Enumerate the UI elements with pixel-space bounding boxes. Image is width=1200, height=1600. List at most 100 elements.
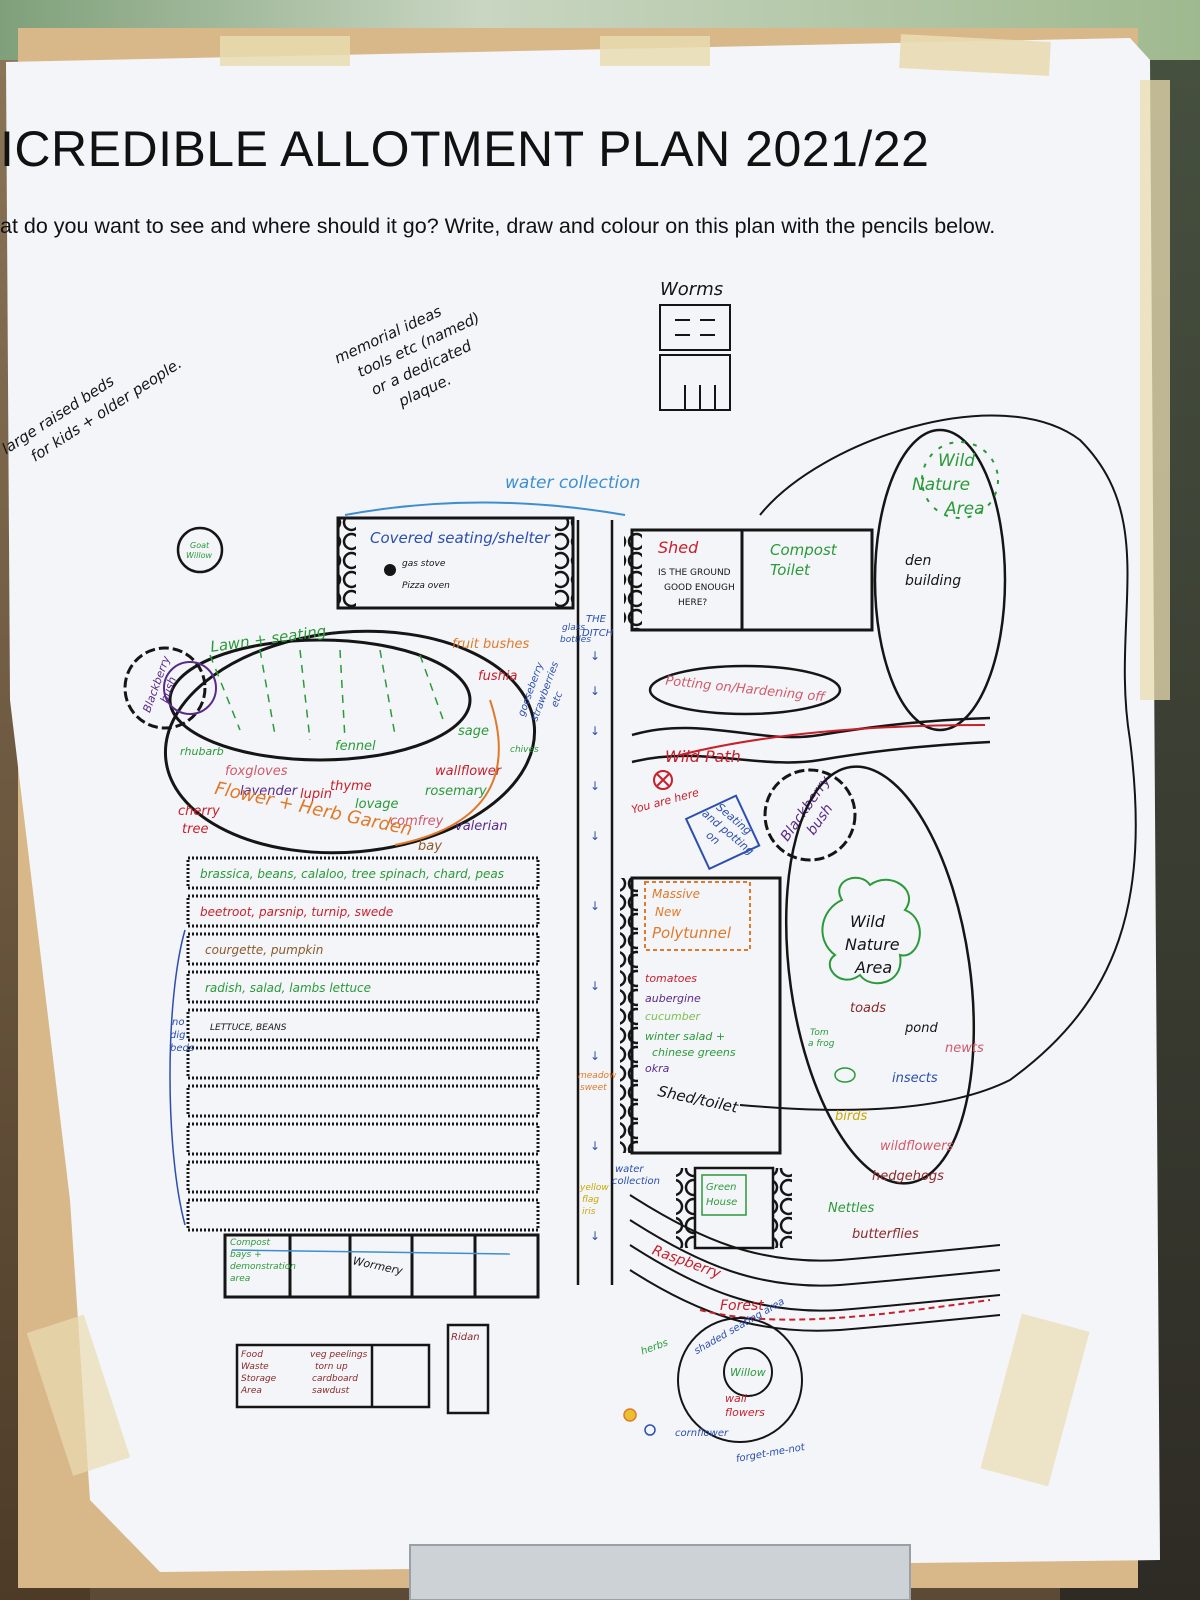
label-green: Green	[706, 1182, 737, 1193]
label-water-collection: water collection	[505, 473, 640, 493]
label-food: Food	[241, 1350, 263, 1360]
label-bottles: bottles	[560, 635, 591, 645]
label-compost-bays-3: demonstration	[230, 1262, 296, 1272]
bed-1-label: brassica, beans, calaloo, tree spinach, …	[200, 867, 504, 881]
label-flowers: flowers	[725, 1406, 765, 1419]
gas-stove-icon	[384, 564, 396, 576]
label-willow: Willow	[730, 1366, 766, 1379]
label-nettles: Nettles	[828, 1201, 875, 1216]
label-valerian: valerian	[455, 819, 507, 834]
crop-aubergine: aubergine	[645, 992, 701, 1005]
label-the: THE	[586, 614, 607, 625]
label-goat: Goat	[190, 541, 210, 550]
label-wild-path: Wild Path	[665, 747, 741, 766]
label-wall: wall	[725, 1392, 747, 1405]
label-meadow: meadow	[578, 1071, 617, 1081]
label-water-bottom: water	[615, 1164, 644, 1175]
label-sage: sage	[458, 724, 489, 739]
label-chives: chives	[510, 745, 539, 755]
svg-text:↓: ↓	[590, 649, 600, 663]
label-shed-q1: IS THE GROUND	[658, 568, 731, 578]
label-beds: beds	[170, 1043, 194, 1054]
label-pizza-oven: Pizza oven	[402, 581, 450, 591]
bed-4-label: radish, salad, lambs lettuce	[205, 981, 371, 995]
label-butterflies: butterflies	[852, 1227, 919, 1242]
label-building: building	[905, 573, 961, 589]
label-a-frog: a frog	[808, 1039, 835, 1049]
label-iris: iris	[582, 1207, 596, 1217]
crop-tomatoes: tomatoes	[645, 972, 697, 985]
label-bay: bay	[418, 839, 442, 854]
label-cherry: cherry	[178, 804, 220, 819]
label-no: no	[172, 1017, 184, 1028]
label-gas-stove: gas stove	[402, 559, 446, 569]
label-massive: Massive	[652, 887, 700, 901]
label-wild-mid: Wild	[850, 912, 886, 931]
label-tom: Tom	[810, 1028, 829, 1038]
label-area-top: Area	[944, 499, 985, 519]
label-compost: Compost	[770, 541, 838, 559]
label-compost-bays-4: area	[230, 1274, 250, 1284]
svg-text:↓: ↓	[590, 899, 600, 913]
svg-text:↓: ↓	[590, 979, 600, 993]
poster-subtitle: at do you want to see and where should i…	[0, 214, 1190, 239]
label-compost-bays-1: Compost	[230, 1238, 270, 1248]
svg-text:↓: ↓	[590, 1229, 600, 1243]
bed-5-label: LETTUCE, BEANS	[210, 1023, 287, 1033]
poster-title: ICREDIBLE ALLOTMENT PLAN 2021/22	[0, 120, 1180, 178]
label-polytunnel: Polytunnel	[652, 924, 732, 942]
masking-tape	[600, 36, 710, 66]
label-storage: Storage	[241, 1374, 277, 1384]
label-pond: pond	[904, 1021, 938, 1036]
crop-cucumber: cucumber	[645, 1010, 702, 1023]
label-thyme: thyme	[330, 779, 372, 794]
bed-2-label: beetroot, parsnip, turnip, swede	[200, 905, 393, 919]
svg-text:↓: ↓	[590, 829, 600, 843]
crop-okra: okra	[645, 1062, 670, 1075]
label-collection-bottom: collection	[612, 1176, 660, 1187]
label-nature-top: Nature	[912, 475, 970, 495]
pencil-tray	[410, 1545, 910, 1600]
label-nature-mid: Nature	[845, 935, 900, 954]
label-veg-peelings: veg peelings	[310, 1350, 368, 1360]
label-insects: insects	[892, 1071, 938, 1086]
label-fushia: fushia	[478, 669, 517, 684]
label-toilet: Toilet	[770, 561, 811, 579]
svg-text:↓: ↓	[590, 1049, 600, 1063]
label-toads: toads	[850, 1001, 886, 1016]
label-willow: Willow	[186, 551, 212, 560]
label-torn-up: torn up	[315, 1362, 348, 1372]
label-house: House	[706, 1197, 737, 1208]
label-rhubarb: rhubarb	[180, 745, 224, 758]
label-rosemary: rosemary	[425, 784, 487, 799]
note-worms: Worms	[660, 279, 723, 300]
label-wildflowers: wildflowers	[880, 1139, 953, 1154]
label-yellow: yellow	[579, 1183, 609, 1193]
crop-chinese-greens: chinese greens	[652, 1046, 736, 1059]
label-wallflower: wallflower	[435, 764, 503, 779]
label-flag: flag	[582, 1195, 599, 1205]
masking-tape	[220, 36, 350, 66]
bed-3-label: courgette, pumpkin	[205, 943, 323, 957]
label-tree: tree	[182, 822, 208, 837]
crop-winter-salad: winter salad +	[645, 1030, 725, 1043]
label-wild-top: Wild	[938, 451, 975, 471]
flower-icon	[624, 1409, 636, 1421]
label-cornflower: cornflower	[675, 1428, 729, 1439]
label-birds: birds	[835, 1109, 867, 1124]
label-foxgloves: foxgloves	[225, 764, 288, 779]
label-hedgehogs: hedgehogs	[872, 1169, 944, 1184]
label-waste: Waste	[241, 1362, 269, 1372]
label-new: New	[655, 905, 681, 919]
label-sawdust: sawdust	[312, 1386, 350, 1396]
label-sweet: sweet	[580, 1083, 607, 1093]
label-compost-bays-2: bays +	[230, 1250, 262, 1260]
label-area-food: Area	[240, 1386, 262, 1396]
label-glass: glass	[562, 623, 585, 633]
label-covered-seating: Covered seating/shelter	[370, 529, 551, 547]
svg-text:↓: ↓	[590, 724, 600, 738]
label-shed-q3: HERE?	[678, 598, 707, 608]
label-den: den	[905, 553, 931, 569]
svg-text:↓: ↓	[590, 1139, 600, 1153]
